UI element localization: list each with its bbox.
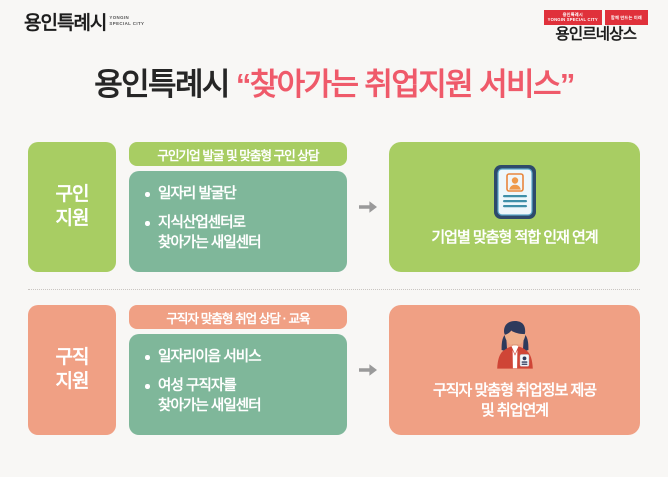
detail-body-jobseeker: 일자리이음 서비스 여성 구직자를 찾아가는 새일센터	[129, 334, 347, 435]
detail-stack-employer: 구인기업 발굴 및 맞춤형 구인 상담 일자리 발굴단 지식산업센터로 찾아가는…	[129, 142, 347, 272]
result-caption-jobseeker: 구직자 맞춤형 취업정보 제공 및 취업연계	[432, 382, 597, 419]
female-professional-icon	[496, 321, 533, 369]
result-panel-jobseeker: 구직자 맞춤형 취업정보 제공 및 취업연계	[389, 305, 640, 435]
list-item: 여성 구직자를 찾아가는 새일센터	[145, 377, 337, 416]
list-item: 일자리이음 서비스	[145, 348, 337, 367]
logo-left-wordmark: 용인특례시	[24, 13, 107, 34]
bullet-list-employer: 일자리 발굴단 지식산업센터로 찾아가는 새일센터	[145, 185, 337, 253]
result-panel-employer: 기업별 맞춤형 적합 인재 연계	[389, 142, 640, 272]
arrow-right-icon	[359, 201, 377, 213]
arrow-cell-jobseeker	[347, 305, 389, 435]
detail-stack-jobseeker: 구직자 맞춤형 취업 상담 · 교육 일자리이음 서비스 여성 구직자를 찾아가…	[129, 305, 347, 435]
section-job-employer-support: 구인 지원 구인기업 발굴 및 맞춤형 구인 상담 일자리 발굴단 지식산업센터…	[28, 142, 640, 272]
logo-right-badge-group: 용인특례시 YONGIN SPECIAL CITY 함께 만드는 미래	[543, 10, 648, 25]
category-label-jobseeker: 구직 지원	[28, 305, 116, 435]
logo-yongin-renaissance: 용인특례시 YONGIN SPECIAL CITY 함께 만드는 미래 용인르네…	[543, 10, 648, 43]
page-title-prefix: 용인특례시	[94, 67, 230, 102]
bullet-list-jobseeker: 일자리이음 서비스 여성 구직자를 찾아가는 새일센터	[145, 348, 337, 416]
detail-header-jobseeker: 구직자 맞춤형 취업 상담 · 교육	[129, 305, 347, 329]
page-title: 용인특례시 “찾아가는 취업지원 서비스”	[0, 66, 668, 105]
page-title-highlight: “찾아가는 취업지원 서비스”	[235, 67, 576, 102]
logo-right-wordmark: 용인르네상스	[555, 25, 637, 43]
arrow-right-icon	[359, 364, 377, 376]
category-label-employer: 구인 지원	[28, 142, 116, 272]
section-jobseeker-support: 구직 지원 구직자 맞춤형 취업 상담 · 교육 일자리이음 서비스 여성 구직…	[28, 305, 640, 435]
section-divider	[28, 289, 640, 290]
result-caption-employer: 기업별 맞춤형 적합 인재 연계	[431, 228, 598, 246]
badge-city-mark: 용인특례시 YONGIN SPECIAL CITY	[543, 10, 602, 25]
resume-document-icon	[493, 164, 536, 219]
arrow-cell-employer	[347, 142, 389, 272]
list-item: 지식산업센터로 찾아가는 새일센터	[145, 214, 337, 253]
detail-header-employer: 구인기업 발굴 및 맞춤형 구인 상담	[129, 142, 347, 166]
list-item: 일자리 발굴단	[145, 185, 337, 204]
badge-slogan: 함께 만드는 미래	[604, 10, 648, 25]
detail-body-employer: 일자리 발굴단 지식산업센터로 찾아가는 새일센터	[129, 171, 347, 272]
